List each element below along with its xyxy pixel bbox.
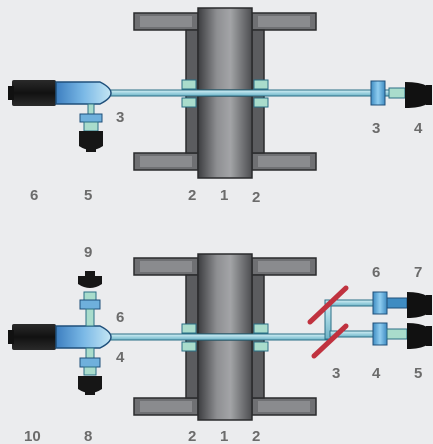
fiber-icon xyxy=(99,333,331,341)
label-2-left: 2 xyxy=(188,187,196,204)
plug-icon xyxy=(407,323,432,349)
label-3: 3 xyxy=(332,365,340,382)
connector-icon xyxy=(78,347,102,395)
plug-icon xyxy=(405,82,432,108)
connector-icon xyxy=(372,291,408,315)
label-7: 7 xyxy=(414,264,422,281)
label-3-left: 3 xyxy=(116,109,124,126)
connector-icon xyxy=(370,80,406,106)
flange-icon xyxy=(133,253,317,421)
label-4-right: 4 xyxy=(372,365,381,382)
label-6-left: 6 xyxy=(116,309,124,326)
connector-icon xyxy=(78,271,102,327)
top-diagram: 6 5 3 2 1 2 3 4 xyxy=(8,7,432,206)
label-1: 1 xyxy=(220,428,228,444)
label-6: 6 xyxy=(30,187,38,204)
fiber-icon xyxy=(324,299,374,340)
label-4: 4 xyxy=(414,120,423,137)
plug-icon xyxy=(8,324,56,350)
label-2-left: 2 xyxy=(188,428,196,444)
label-1: 1 xyxy=(220,187,228,204)
fiber-icon xyxy=(99,89,413,97)
collimator-icon xyxy=(55,325,112,349)
label-2-right: 2 xyxy=(252,428,260,444)
plug-icon xyxy=(8,80,56,106)
plug-icon xyxy=(407,292,432,318)
mirror-icon xyxy=(307,285,349,359)
label-3-right: 3 xyxy=(372,120,380,137)
label-2-right: 2 xyxy=(252,189,260,206)
bottom-diagram: 9 6 4 10 8 2 1 2 6 7 3 4 5 xyxy=(8,244,432,444)
label-5: 5 xyxy=(84,187,92,204)
label-5: 5 xyxy=(414,365,422,382)
label-9: 9 xyxy=(84,244,92,261)
label-6-right: 6 xyxy=(372,264,380,281)
collimator-icon xyxy=(55,81,112,105)
connector-icon xyxy=(372,322,408,346)
connector-icon xyxy=(79,103,103,152)
label-10: 10 xyxy=(24,428,41,444)
label-8: 8 xyxy=(84,428,92,444)
label-4-left: 4 xyxy=(116,349,125,366)
